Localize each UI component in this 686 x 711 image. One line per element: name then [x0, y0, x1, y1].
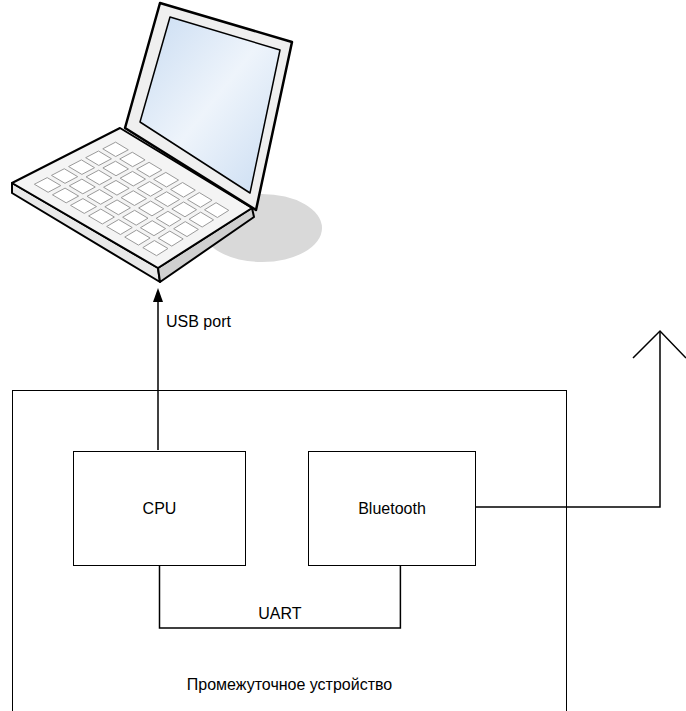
keyboard-key: [121, 191, 146, 206]
keyboard-key: [86, 170, 112, 185]
keyboard-key: [155, 192, 180, 207]
node-text: Промежуточное устройство: [13, 676, 566, 694]
keyboard-key: [205, 203, 229, 218]
keyboard-key: [89, 209, 115, 224]
keyboard-key: [71, 199, 97, 214]
keyboard-key: [52, 188, 78, 203]
laptop-lid: [125, 3, 292, 210]
antenna: [475, 331, 686, 507]
keyboard-key: [51, 169, 77, 184]
antenna-wire: [475, 332, 660, 507]
keyboard-key: [103, 161, 129, 176]
keyboard-key: [140, 221, 165, 236]
laptop-screen: [140, 17, 280, 193]
keyboard-key: [123, 210, 148, 225]
keyboard-key: [105, 200, 131, 215]
keyboard-key: [156, 211, 181, 226]
node-text: CPU: [143, 500, 177, 518]
keyboard-key: [103, 142, 129, 156]
keyboard-key: [86, 151, 112, 165]
cpu-box: CPU: [73, 451, 246, 566]
keyboard-key: [172, 202, 197, 217]
keyboard-key: [120, 152, 145, 166]
keyboard-key: [189, 212, 214, 227]
keyboard-key: [104, 180, 130, 195]
keyboard-key: [139, 201, 164, 216]
bluetooth-box: Bluetooth: [308, 451, 476, 566]
usb-arrow: [153, 288, 163, 450]
keyboard-key: [125, 230, 150, 245]
keyboard-key: [137, 182, 162, 197]
keyboard-key: [69, 179, 95, 194]
keyboard-key: [143, 241, 168, 256]
keyboard-key: [188, 193, 213, 208]
antenna-symbol: [633, 331, 686, 358]
keyboard-key: [107, 220, 133, 235]
device-enclosure: Промежуточное устройство CPU Bluetooth: [12, 390, 567, 711]
bus-wire: [160, 566, 401, 628]
keyboard-key: [120, 171, 145, 186]
keyboard-key: [87, 190, 113, 205]
keyboard-key: [174, 222, 199, 237]
keyboard-key: [171, 183, 196, 198]
keyboard-key: [154, 172, 179, 187]
keyboard-key: [69, 160, 95, 175]
node-text: Bluetooth: [358, 500, 426, 518]
connector-layer: [160, 566, 401, 628]
bus-label: UART: [258, 605, 301, 623]
keyboard-key: [137, 162, 162, 177]
usb-arrowhead: [153, 288, 163, 302]
keyboard-key: [158, 231, 183, 246]
laptop-illustration: [12, 3, 322, 282]
keyboard-key: [34, 178, 60, 193]
port-label: USB port: [166, 313, 231, 331]
usb-wire: [157, 300, 159, 450]
